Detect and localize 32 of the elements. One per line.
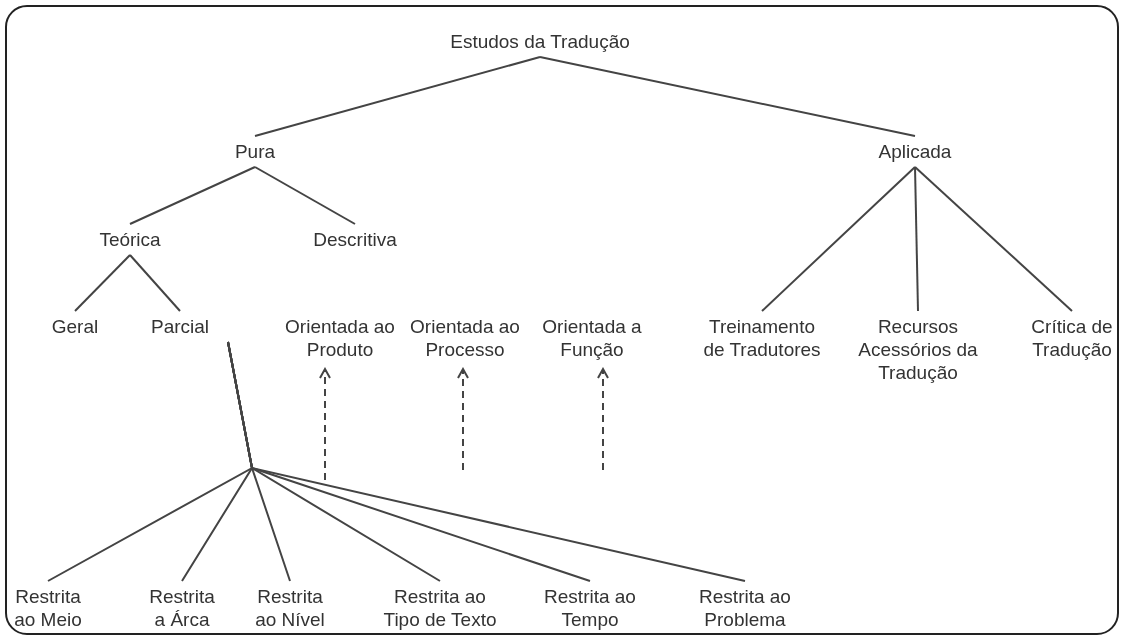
- node-label: Restrita ao Tipo de Texto: [375, 585, 505, 631]
- connector-line: [227, 341, 746, 582]
- node-label: Restrita ao Meio: [8, 585, 88, 631]
- node-label: Restrita a Árca: [142, 585, 222, 631]
- node-label: Estudos da Tradução: [410, 30, 670, 53]
- connector-line: [254, 56, 541, 137]
- node-label: Pura: [215, 140, 295, 163]
- node-label: Orientada ao Produto: [280, 315, 400, 361]
- connector-line: [914, 166, 919, 312]
- connector-line: [914, 166, 1073, 312]
- dashed-arrow: [597, 368, 609, 471]
- node-label: Restrita ao Problema: [690, 585, 800, 631]
- node-label: Crítica de Tradução: [1022, 315, 1122, 361]
- dashed-arrow: [319, 368, 331, 481]
- node-label: Parcial: [135, 315, 225, 338]
- node-label: Restrita ao Nível: [250, 585, 330, 631]
- dashed-arrow: [457, 368, 469, 471]
- node-label: Orientada a Função: [532, 315, 652, 361]
- connector-line: [254, 166, 356, 225]
- connector-line: [539, 56, 916, 137]
- connector-line: [74, 254, 131, 312]
- node-label: Descritiva: [295, 228, 415, 251]
- node-label: Treinamento de Tradutores: [697, 315, 827, 361]
- connector-line: [129, 166, 256, 225]
- node-label: Teórica: [80, 228, 180, 251]
- node-label: Aplicada: [855, 140, 975, 163]
- node-label: Geral: [40, 315, 110, 338]
- node-label: Restrita ao Tempo: [540, 585, 640, 631]
- connector-line: [129, 254, 181, 312]
- node-label: Recursos Acessórios da Tradução: [858, 315, 978, 384]
- connector-line: [761, 166, 916, 312]
- node-label: Orientada ao Processo: [400, 315, 530, 361]
